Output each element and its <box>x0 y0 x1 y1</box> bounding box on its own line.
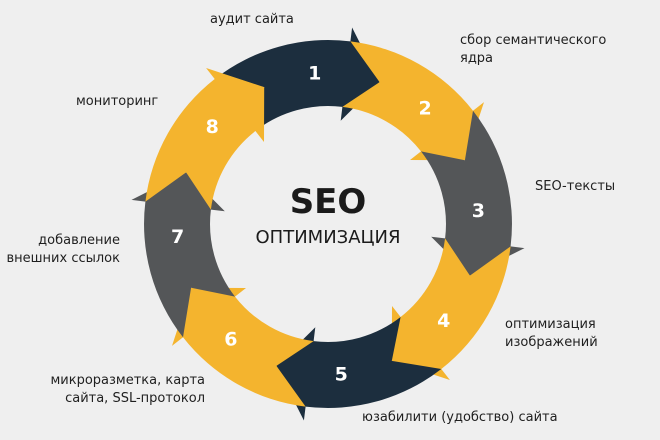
step-2-label: сбор семантического ядра <box>460 33 607 66</box>
step-7-number: 7 <box>171 226 184 248</box>
step-5-arrow <box>276 317 442 421</box>
step-8-arrow <box>145 68 265 210</box>
step-5-label: юзабилити (удобство) сайта <box>362 410 558 425</box>
step-6-label: микроразметка, карта сайта, SSL-протокол <box>50 373 205 406</box>
step-3-arrow <box>421 110 525 276</box>
step-8-number: 8 <box>206 116 219 138</box>
center-title: SEO <box>289 182 367 222</box>
center-subtitle: ОПТИМИЗАЦИЯ <box>255 227 401 248</box>
step-1-number: 1 <box>308 63 321 85</box>
step-4-arrow <box>391 238 511 380</box>
step-2-arrow <box>342 41 484 161</box>
step-7-arrow <box>131 172 235 338</box>
step-5-number: 5 <box>335 363 348 385</box>
step-3-label: SEO-тексты <box>535 179 616 194</box>
step-8-label: мониторинг <box>76 94 159 109</box>
step-4-label: оптимизация изображений <box>505 317 598 350</box>
step-6-number: 6 <box>224 329 237 351</box>
step-2-number: 2 <box>418 97 431 119</box>
step-1-label: аудит сайта <box>210 12 294 27</box>
step-6-arrow <box>172 287 314 407</box>
step-7-label: добавление внешних ссылок <box>6 233 120 266</box>
step-1-arrow <box>214 27 380 131</box>
step-3-number: 3 <box>472 200 485 222</box>
step-4-number: 4 <box>437 310 450 332</box>
